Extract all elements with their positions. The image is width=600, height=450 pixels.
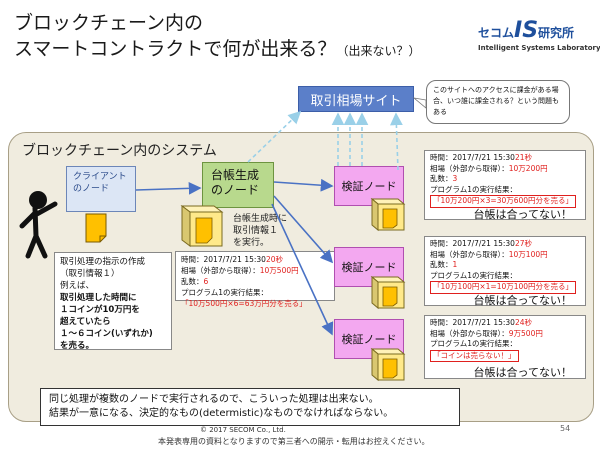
verifier-result-box: 時間：2017/7/21 15:3027秒 相場（外部から取得）：10万100円… [424,236,586,306]
verifier-price-label: 相場（外部から取得）： [430,163,509,173]
verifier-rand-value: 3 [452,174,458,183]
client-speech-bold: １コインが10万円を [60,305,140,315]
client-speech-line: １～６コイン(いずれか) [60,328,166,340]
disclaimer-text: 本発表専用の資料となりますので第三者への開示・転用はお控えください。 [158,437,430,446]
logo-is-mark: IS [514,18,539,43]
system-panel-title: ブロックチェーン内のシステム [22,143,217,159]
client-speech-bold: を売る。 [60,341,95,351]
verifier-verdict: 台帳は合ってない！ [473,207,572,221]
logo-lab: 研究所 [538,26,575,40]
ledger-time-label: 時間：2017/7/21 15:30 [181,255,266,264]
client-speech-line: １コインが10万円を [60,304,166,316]
verifier-price-label: 相場（外部から取得）： [430,328,509,338]
verifier-rand-label: 乱数： [430,260,453,269]
ledger-rand: 乱数：6 [181,276,329,287]
verifier-verdict: 台帳は合ってない！ [473,366,572,379]
client-speech-bold: １～６コイン(いずれか) [60,329,153,339]
verifier-price-value: 9万500円 [508,328,543,338]
verifier-price-value: 10万100円 [508,249,548,259]
page-title-line1: ブロックチェーン内の [14,12,204,34]
ledger-price-label: 相場（外部から取得）： [181,266,260,275]
verifier-price: 相場（外部から取得）：10万100円 [430,250,580,261]
client-node: クライアントのノード [66,166,136,212]
verifier-price: 相場（外部から取得）：9万500円 [430,329,580,340]
conclusion-line2: 結果が一意になる、決定的なもの(determistic)なものでなければならない… [49,408,394,419]
exchange-callout-pointer [412,97,427,109]
verifier-time-label: 時間：2017/7/21 15:30 [430,153,515,162]
page-number: 54 [560,424,571,433]
verifier-verdict: 台帳は合ってない！ [473,293,572,307]
client-speech-bold: 取引処理した時間に [60,293,137,303]
verifier-time: 時間：2017/7/21 15:3024秒 [430,318,580,329]
verifier-price-label: 相場（外部から取得）： [430,249,509,259]
logo-brand: セコム [478,26,515,40]
verifier-prog-label: プログラム1の実行結果： [430,339,518,348]
client-speech-bold: 超えていたら [60,317,111,327]
verifier-rand-value: 1 [452,260,458,269]
verifier-node: 検証ノード [334,166,404,206]
logo-mark: セコムIS研究所 [478,18,574,43]
verifier-price-value: 10万200円 [508,163,548,173]
ledger-prog-label: プログラム1の実行結果： [181,288,269,297]
client-speech-line: 取引処理の指示の作成 [60,257,146,267]
verifier-prog-result: 「コインは売らない！」 [430,349,519,362]
client-speech-line: を売る。 [60,340,166,352]
copyright-text: © 2017 SECOM Co., Ltd. [200,426,286,434]
verifier-time-sec: 27秒 [514,239,533,248]
ledger-time-sec: 20秒 [265,255,284,264]
conclusion-line1: 同じ処理が複数のノードで実行されるので、こういった処理は出来ない。 [49,394,379,405]
verifier-time: 時間：2017/7/21 15:3027秒 [430,239,580,250]
ledger-note-line3: を実行。 [233,238,270,248]
ledger-time: 時間：2017/7/21 15:3020秒 [181,254,329,265]
verifier-rand-label: 乱数： [430,174,453,183]
logo-subtitle: Intelligent Systems Laboratory [478,44,600,52]
verifier-node: 検証ノード [334,247,404,287]
verifier-time-label: 時間：2017/7/21 15:30 [430,318,515,327]
verifier-prog-label: プログラム1の実行結果： [430,270,518,280]
client-speech-line: （取引情報１） [60,269,120,279]
ledger-generation-node: 台帳生成のノード [202,162,274,208]
verifier-node: 検証ノード [334,319,404,359]
ledger-rand-label: 乱数： [181,277,204,286]
verifier-time: 時間：2017/7/21 15:3021秒 [430,153,580,164]
ledger-note-line2: 取引情報１ [233,226,279,236]
verifier-rand: 乱数：1 [430,260,580,271]
verifier-price: 相場（外部から取得）：10万200円 [430,164,580,175]
conclusion-box: 同じ処理が複数のノードで実行されるので、こういった処理は出来ない。 結果が一意に… [40,388,460,426]
ledger-prog-result: 「10万500円×6=63万円分を売る」 [181,299,307,308]
verifier-prog-result: 「10万200円×3=30万600円分を売る」 [430,195,577,208]
ledger-result-box: 時間：2017/7/21 15:3020秒 相場（外部から取得）：10万500円… [175,251,335,308]
page-title-sub: （出来ない？） [336,44,421,58]
verifier-time-sec: 24秒 [514,318,533,327]
client-speech-line: 取引処理した時間に [60,292,166,304]
client-speech-line: 例えば、 [60,281,95,291]
verifier-result-box: 時間：2017/7/21 15:3021秒 相場（外部から取得）：10万200円… [424,150,586,220]
page-title-main: スマートコントラクトで何が出来る？ [14,38,337,60]
ledger-node-note: 台帳生成時に 取引情報１ を実行。 [233,213,287,249]
exchange-callout: このサイトへのアクセスに課金がある場合、いつ誰に課金される？という問題もある [426,80,570,124]
ledger-price-value: 10万500円 [259,266,299,275]
exchange-site-box: 取引相場サイト [298,86,414,112]
client-speech-line: 超えていたら [60,316,166,328]
ledger-price: 相場（外部から取得）：10万500円 [181,265,329,276]
verifier-rand: 乱数：3 [430,174,580,185]
company-logo: セコムIS研究所 Intelligent Systems Laboratory [478,16,600,56]
verifier-prog-result: 「10万100円×1=10万100円分を売る」 [430,281,577,294]
verifier-time-label: 時間：2017/7/21 15:30 [430,239,515,248]
verifier-result-box: 時間：2017/7/21 15:3024秒 相場（外部から取得）：9万500円 … [424,315,586,379]
client-instruction-callout: 取引処理の指示の作成 （取引情報１） 例えば、 取引処理した時間に １コインが1… [54,252,172,352]
verifier-time-sec: 21秒 [514,153,533,162]
page-title-line2: スマートコントラクトで何が出来る？（出来ない？） [14,34,420,61]
ledger-rand-value: 6 [203,277,209,286]
verifier-prog-label: プログラム1の実行結果： [430,184,518,194]
ledger-note-line1: 台帳生成時に [233,214,288,224]
